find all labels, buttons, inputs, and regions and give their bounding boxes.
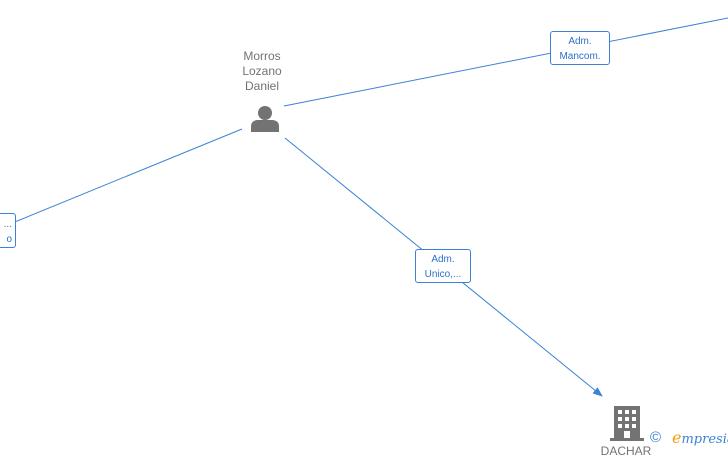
brand-initial: e [672, 428, 682, 447]
copyright-symbol: © [650, 429, 662, 446]
edge-line-left [0, 128, 243, 229]
brand-logo: empresia [672, 430, 728, 448]
edge-label-left[interactable]: ... o [0, 213, 16, 248]
person-icon[interactable] [251, 106, 279, 132]
company-name-bottom[interactable]: DACHAR [600, 444, 652, 458]
brand-rest: mpresia [681, 432, 728, 447]
building-icon[interactable] [610, 406, 644, 441]
edge-label-mancom[interactable]: Adm. Mancom. [550, 31, 610, 65]
person-name[interactable]: Morros Lozano Daniel [242, 49, 282, 93]
edge-label-unico[interactable]: Adm. Unico,... [415, 249, 471, 283]
edge-line-right [283, 17, 728, 107]
